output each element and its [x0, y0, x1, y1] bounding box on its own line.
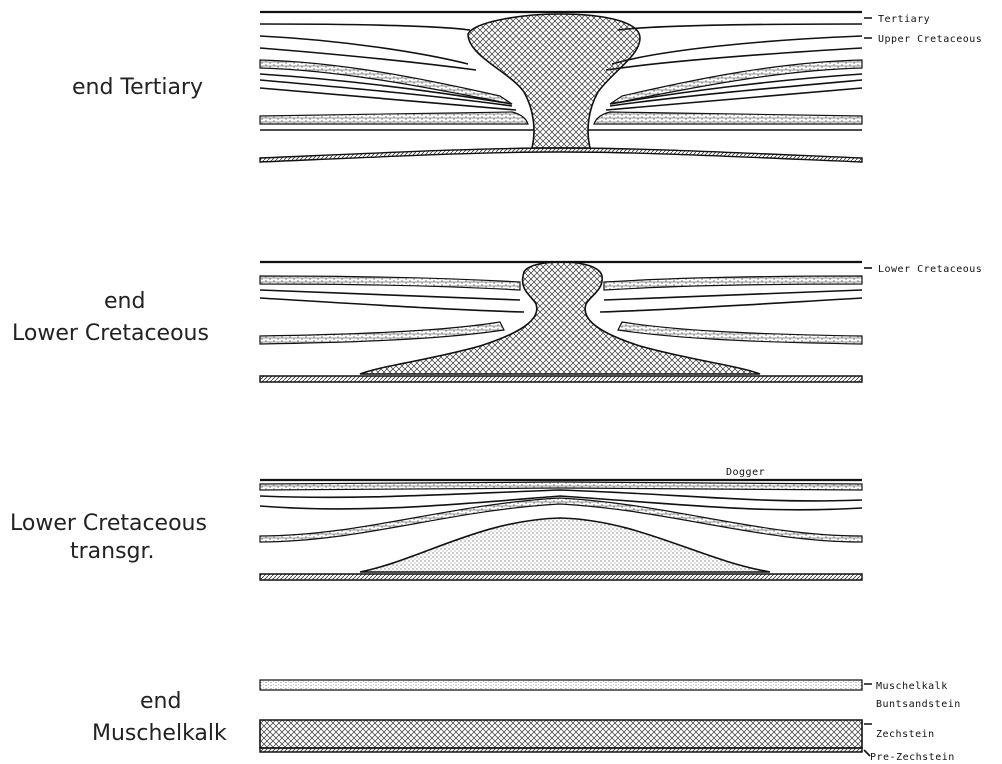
left-brick-layer-upper: [260, 276, 520, 290]
layer-label-dogger: Dogger: [726, 467, 765, 478]
base-pre-zechstein: [260, 748, 862, 752]
left-layer-line-a: [260, 290, 520, 300]
layer-label-lower-cretaceous: Lower Cretaceous: [878, 264, 982, 275]
salt-diapir-end-tertiary: [468, 14, 640, 148]
base-end-lower-cretaceous: [260, 376, 862, 382]
stage-lower-cretaceous-transgr: Lower Cretaceous transgr. Dogger: [10, 467, 862, 580]
layer-label-buntsandstein: Buntsandstein: [876, 699, 961, 710]
stage-end-muschelkalk: end Muschelkalk Muschelkalk Buntsandstei…: [92, 680, 961, 763]
right-layer-line-b: [600, 298, 862, 312]
right-brick-layer-upper: [604, 276, 862, 290]
left-brick-layer-lower: [260, 112, 528, 124]
stage-title-end-tertiary: end Tertiary: [72, 75, 203, 100]
stage-end-tertiary: end Tertiary Tertiary Upper Cretaceous: [72, 12, 982, 162]
zechstein-salt-layer: [260, 720, 862, 748]
stage-title-end-line1: end: [104, 289, 145, 314]
right-brick-layer-lower: [618, 322, 862, 344]
muschelkalk-layer: [260, 680, 862, 690]
right-layer-line-a: [604, 290, 862, 300]
stage-title-end-line1: end: [140, 689, 181, 714]
stage-end-lower-cretaceous: end Lower Cretaceous Lower Cretaceous: [12, 262, 982, 382]
stage-title-muschelkalk: Muschelkalk: [92, 721, 227, 746]
layer-label-upper-cretaceous: Upper Cretaceous: [878, 34, 982, 45]
label-tick: [864, 684, 872, 756]
base-end-tertiary: [260, 148, 862, 162]
layer-label-zechstein: Zechstein: [876, 729, 935, 740]
stage-title-lower-cretaceous-transgr-2: transgr.: [70, 539, 155, 564]
salt-pillow-transgr: [360, 518, 770, 572]
dogger-brick-layer: [260, 482, 862, 490]
right-brick-layer-lower: [594, 112, 862, 124]
left-layer-line-b: [260, 298, 524, 312]
layer-label-pre-zechstein: Pre-Zechstein: [870, 752, 955, 763]
stage-title-lower-cretaceous: Lower Cretaceous: [12, 321, 209, 346]
base-lower-cretaceous-transgr: [260, 574, 862, 580]
label-tick: [864, 18, 872, 38]
layer-label-muschelkalk: Muschelkalk: [876, 681, 948, 692]
left-brick-layer-lower: [260, 322, 504, 344]
stage-title-lower-cretaceous-transgr-1: Lower Cretaceous: [10, 511, 207, 536]
layer-label-tertiary: Tertiary: [878, 14, 930, 25]
